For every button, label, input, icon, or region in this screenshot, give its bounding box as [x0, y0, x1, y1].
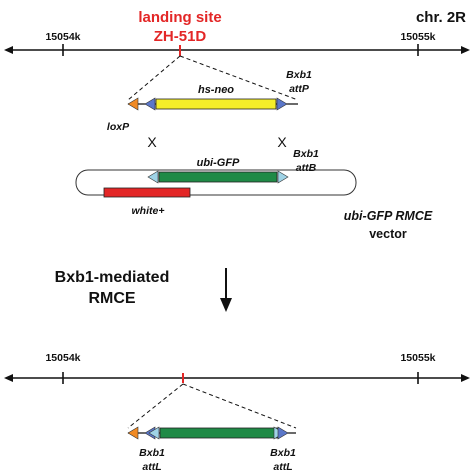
attl-site-left-inner-icon — [148, 426, 160, 440]
process-label-line1: Bxb1-mediated — [55, 269, 170, 286]
process-down-arrow-icon — [220, 268, 232, 312]
top-chromosome-axis — [4, 44, 470, 56]
crossover-mark-left: X — [147, 134, 157, 150]
landing-site-label: landing site — [138, 9, 221, 26]
hs-neo-gene-bar — [155, 98, 277, 110]
attl-site-right-outer-icon — [277, 426, 289, 440]
chromosome-label: chr. 2R — [416, 9, 466, 26]
bottom-axis-left-arrow-icon — [4, 374, 13, 382]
top-axis-left-tick-label: 15054k — [45, 31, 80, 43]
bxb1-attp-label-line1: Bxb1 — [286, 69, 312, 81]
loxp-site-icon — [127, 97, 139, 111]
bottom-axis-right-tick-label: 15055k — [400, 352, 435, 364]
zoom-line-left — [127, 55, 181, 101]
axis-left-arrow-icon — [4, 46, 13, 54]
result-zoom-line-left — [127, 383, 184, 429]
bottom-axis-right-arrow-icon — [461, 374, 470, 382]
bxb1-attp-label-line2: attP — [289, 83, 310, 95]
attb-site-left-icon — [147, 170, 159, 184]
bottom-axis-left-tick-label: 15054k — [45, 352, 80, 364]
hs-neo-label: hs-neo — [198, 84, 234, 96]
ubi-gfp-gene-bar — [158, 171, 278, 183]
result-zoom-line-right — [182, 383, 297, 429]
landing-site-name: ZH-51D — [154, 28, 207, 45]
vector-name-line1: ubi-GFP RMCE — [344, 209, 433, 223]
white-marker-bar — [103, 187, 191, 198]
result-right-attl-line2: attL — [273, 461, 292, 473]
ubi-gfp-label: ubi-GFP — [197, 157, 240, 169]
result-right-attl-line1: Bxb1 — [270, 447, 296, 459]
attp-site-left-icon — [144, 97, 156, 111]
result-left-attl-line2: attL — [142, 461, 161, 473]
rmce-vector — [75, 169, 357, 198]
axis-right-arrow-icon — [461, 46, 470, 54]
loxp-label: loxP — [107, 121, 130, 133]
bottom-chromosome-axis — [4, 372, 470, 384]
process-label-line2: RMCE — [88, 290, 135, 307]
attb-site-right-icon — [277, 170, 289, 184]
bxb1-attb-label-line1: Bxb1 — [293, 148, 319, 160]
white-marker-label: white+ — [132, 205, 165, 217]
attp-site-right-icon — [276, 97, 288, 111]
top-axis-right-tick-label: 15055k — [400, 31, 435, 43]
crossover-mark-right: X — [277, 134, 287, 150]
result-gfp-gene-bar — [159, 427, 279, 439]
result-left-attl-line1: Bxb1 — [139, 447, 165, 459]
vector-name-line2: vector — [369, 227, 407, 241]
bxb1-attb-label-line2: attB — [296, 162, 317, 174]
result-locus — [127, 426, 296, 440]
result-loxp-site-icon — [127, 426, 139, 440]
target-locus — [127, 97, 298, 111]
